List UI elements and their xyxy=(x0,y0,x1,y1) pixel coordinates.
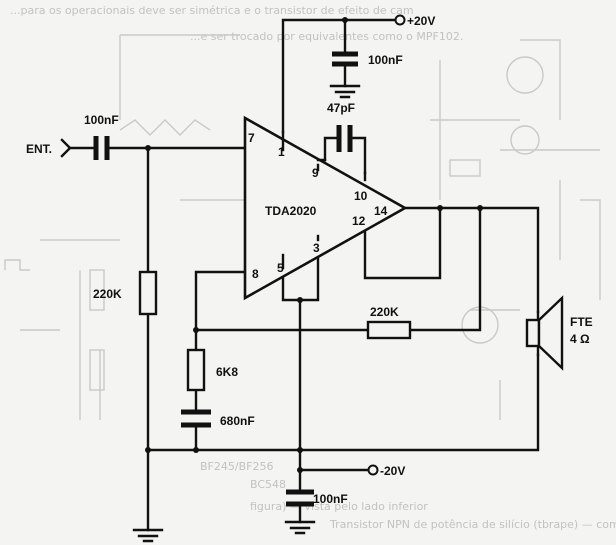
wire-pin12-loop xyxy=(363,206,442,280)
wire-vplus xyxy=(281,18,397,134)
label-ic: TDA2020 xyxy=(265,204,317,218)
resistor-feedback-220k xyxy=(366,320,412,340)
junction-out-2 xyxy=(477,205,483,211)
label-r-feedback: 220K xyxy=(370,305,399,319)
capacitor-feedback xyxy=(336,125,353,152)
ground-vminus xyxy=(284,520,316,535)
label-c-680: 680nF xyxy=(220,414,255,428)
ghost-zigzag xyxy=(119,119,211,136)
wire-pin8 xyxy=(194,270,247,352)
junctions xyxy=(145,14,483,476)
resistor-6k8 xyxy=(186,348,206,392)
pin-14: 14 xyxy=(374,204,388,218)
label-speaker-line1: FTE xyxy=(570,315,593,329)
pin-10: 10 xyxy=(354,189,368,203)
pin-numbers: 7 1 9 10 14 12 3 8 5 xyxy=(248,131,388,281)
label-r-6k8: 6K8 xyxy=(216,365,238,379)
terminal-vplus xyxy=(394,14,406,26)
ghost-resistor-1 xyxy=(449,159,481,177)
bg-text-top-1: ...para os operacionais deve ser simétri… xyxy=(10,4,414,17)
label-c-vminus: 100nF xyxy=(313,492,348,506)
ground-symbol xyxy=(132,528,164,543)
bg-text-top-3: ...e ser trocado por equivalentes como o… xyxy=(190,30,463,43)
junction-fb-node xyxy=(193,327,199,333)
bg-text-bottom-4: Transistor NPN de potência de silício (t… xyxy=(329,518,616,531)
ghost-traces xyxy=(20,34,601,420)
ghost-resistor-3 xyxy=(89,349,105,391)
capacitor-vminus xyxy=(286,489,314,507)
bg-text-bottom-1: BF245/BF256 xyxy=(200,460,273,473)
junction-out-1 xyxy=(437,205,443,211)
wire-fb-cap-right xyxy=(350,136,367,175)
pin-5: 5 xyxy=(277,261,284,275)
pin-8: 8 xyxy=(252,267,259,281)
ghost-transistor-2 xyxy=(510,125,540,155)
pin-12: 12 xyxy=(352,214,366,228)
terminal-vminus xyxy=(367,464,379,476)
pin-9: 9 xyxy=(312,166,319,180)
junction-vplus xyxy=(342,17,348,23)
wire-fb-cap-left xyxy=(323,136,339,162)
pin9-stub xyxy=(316,158,327,172)
label-input: ENT. xyxy=(26,142,52,156)
wires xyxy=(60,18,540,543)
label-c-feedback: 47pF xyxy=(327,101,355,115)
junction-bus xyxy=(297,447,303,453)
pin-1: 1 xyxy=(278,145,285,159)
label-speaker-line2: 4 Ω xyxy=(570,332,590,346)
background-bleed-through: ...para os operacionais deve ser simétri… xyxy=(4,4,616,531)
pin-3: 3 xyxy=(313,241,320,255)
wire-output xyxy=(403,206,540,314)
ghost-transistor-1 xyxy=(506,56,544,94)
label-vminus: -20V xyxy=(380,464,405,478)
ghost-resistor-2 xyxy=(89,269,105,311)
junction-vminus xyxy=(297,467,303,473)
label-r-bias: 220K xyxy=(93,287,122,301)
junction-cap-ground xyxy=(193,447,199,453)
capacitor-input xyxy=(93,136,110,160)
label-c-input: 100nF xyxy=(84,113,119,127)
label-vplus: +20V xyxy=(407,14,435,28)
speaker xyxy=(525,295,564,371)
junction-input xyxy=(145,145,151,151)
wire-fb-right xyxy=(408,206,482,332)
pin-7: 7 xyxy=(248,131,255,145)
label-c-vplus: 100nF xyxy=(368,53,403,67)
capacitor-680nf xyxy=(181,409,211,428)
capacitor-vplus xyxy=(332,51,358,67)
labels: ENT. +20V -20V TDA2020 100nF 100nF 47pF … xyxy=(26,14,593,506)
wire-ground-bus xyxy=(146,353,540,452)
ghost-pulse xyxy=(4,259,30,271)
opamp-tda2020 xyxy=(243,115,408,301)
ground-vplus xyxy=(329,84,361,99)
bg-text-bottom-2: BC548 xyxy=(250,478,286,491)
junction-pin35 xyxy=(297,297,303,303)
junction-ground xyxy=(145,447,151,453)
resistor-bias-220k xyxy=(138,270,158,316)
